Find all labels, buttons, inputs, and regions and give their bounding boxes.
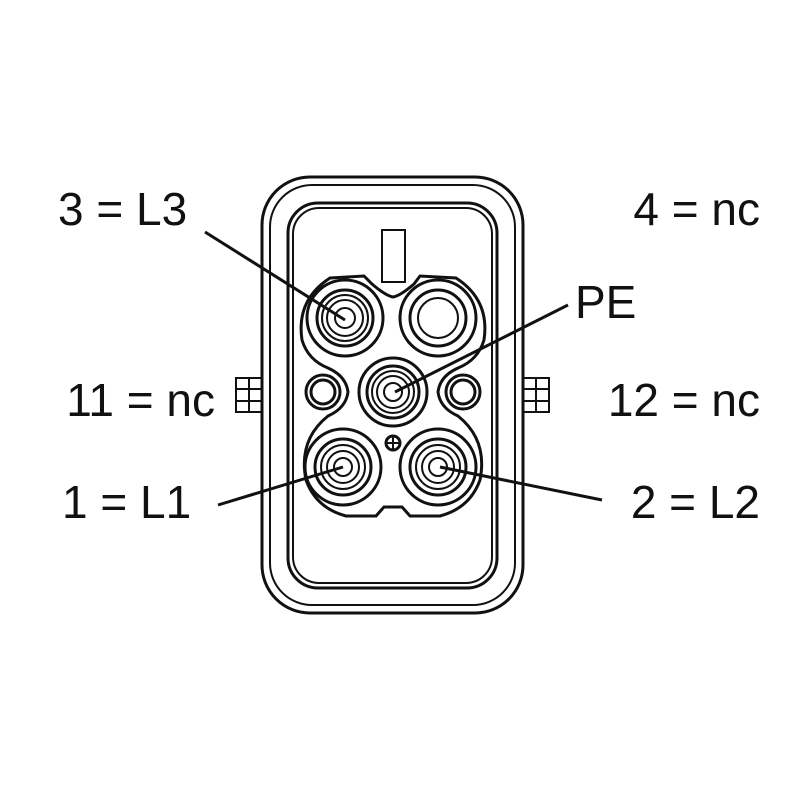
label-pin11: 11 = nc xyxy=(66,374,215,426)
pin-3-L3 xyxy=(305,278,385,358)
screw-icon xyxy=(384,434,402,452)
pin-1-L1 xyxy=(303,427,383,507)
leader-lines xyxy=(204,230,603,507)
pin-2-L2 xyxy=(398,427,478,507)
right-latch-tab xyxy=(522,377,550,413)
pin-PE xyxy=(357,356,429,428)
coding-key-slot xyxy=(381,229,406,283)
left-latch-tab xyxy=(235,377,263,413)
label-pin2: 2 = L2 xyxy=(631,476,760,528)
connector-housing xyxy=(235,175,550,615)
leader-pin1 xyxy=(217,465,344,507)
pin-12-nc xyxy=(444,373,482,411)
leader-pin2 xyxy=(439,465,603,502)
label-pin3: 3 = L3 xyxy=(58,183,187,235)
label-pin1: 1 = L1 xyxy=(62,476,191,528)
leader-pin3 xyxy=(204,230,346,322)
pin-11-nc xyxy=(304,373,342,411)
label-pin4: 4 = nc xyxy=(633,183,760,235)
pin-4-nc xyxy=(398,278,478,358)
contact-carrier xyxy=(299,274,487,518)
leader-pe xyxy=(394,303,569,394)
label-pin12: 12 = nc xyxy=(608,374,760,426)
label-pe: PE xyxy=(575,276,636,328)
